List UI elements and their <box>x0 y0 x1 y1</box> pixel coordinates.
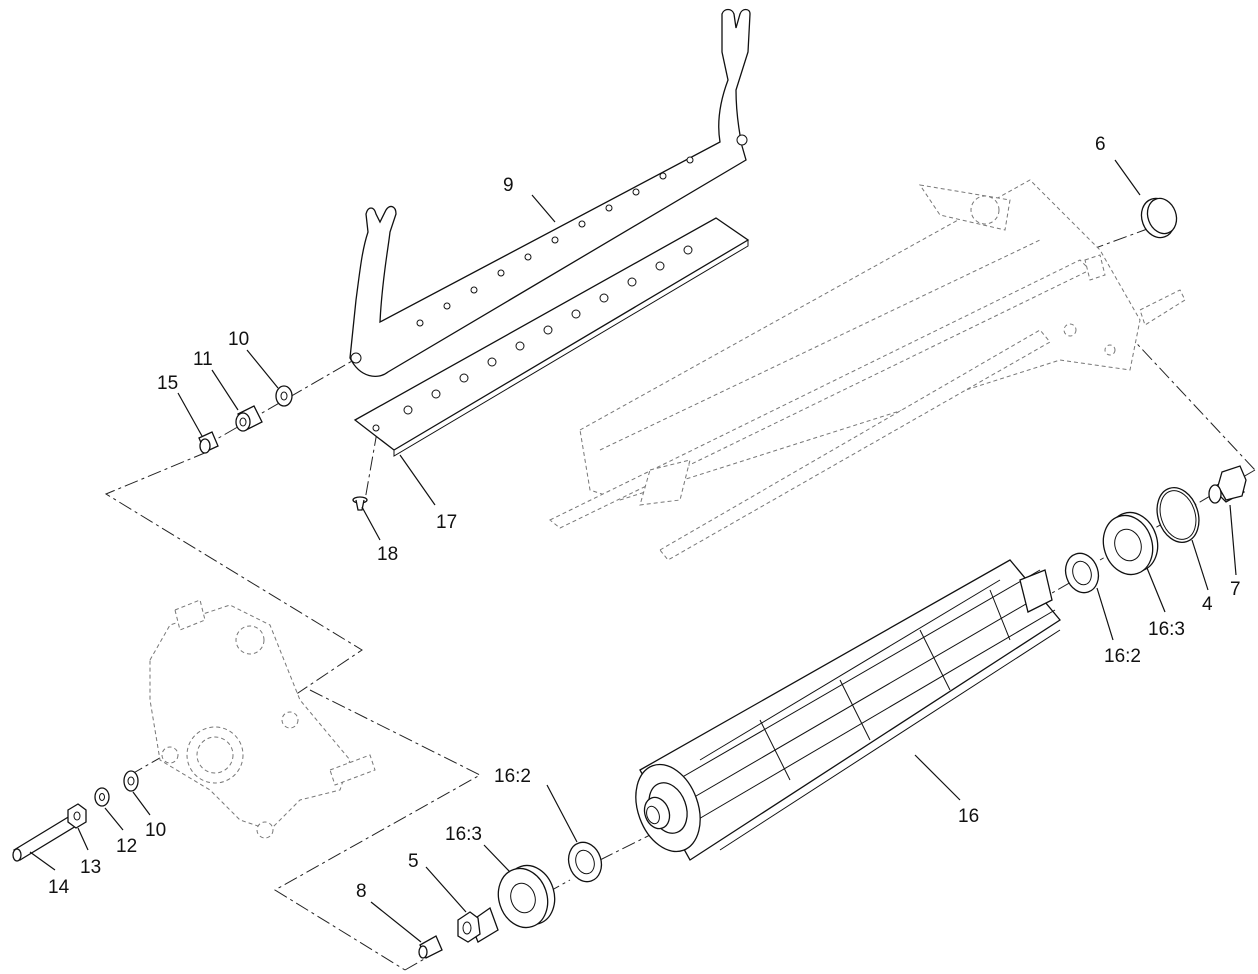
label-16-3-left: 16:3 <box>445 824 482 845</box>
part-11-bearing <box>235 405 263 432</box>
label-16-3-right: 16:3 <box>1148 619 1185 640</box>
part-8-fitting <box>418 935 443 959</box>
part-16-2-seal-right <box>1064 552 1100 594</box>
label-5: 5 <box>408 851 419 872</box>
part-4-ring <box>1156 487 1200 543</box>
label-8: 8 <box>356 881 367 902</box>
part-16-3-bearing-right <box>1102 511 1159 576</box>
part-12-washer <box>94 787 110 807</box>
part-7-nut <box>1208 465 1247 504</box>
part-10-washer-bottom <box>123 770 139 792</box>
label-11: 11 <box>193 349 213 370</box>
label-10-bottom: 10 <box>145 820 166 841</box>
part-18-screw <box>352 496 368 511</box>
label-4: 4 <box>1202 594 1213 615</box>
part-5-shaft-hub <box>457 906 499 943</box>
label-16-2-left: 16:2 <box>494 766 531 787</box>
side-plate-ghost <box>149 599 376 839</box>
part-17-bedknife <box>353 217 750 457</box>
part-10-washer-top <box>275 385 293 407</box>
label-13: 13 <box>80 857 101 878</box>
label-14: 14 <box>48 877 70 898</box>
callout-labels: 9 6 10 11 15 17 18 16:2 16:3 4 7 16 16:2… <box>48 134 1241 902</box>
part-13-nut <box>67 803 87 829</box>
frame-ghost <box>549 179 1186 561</box>
part-14-stud <box>12 815 77 862</box>
part-15-bushing <box>198 431 219 454</box>
label-15: 15 <box>157 373 178 394</box>
part-9-holes <box>416 156 694 327</box>
label-6: 6 <box>1095 134 1106 155</box>
label-9: 9 <box>503 175 514 196</box>
label-16-2-right: 16:2 <box>1104 646 1141 667</box>
leader-lines <box>29 159 1237 943</box>
part-16-3-bearing-left <box>497 864 556 929</box>
part-9-bar <box>349 8 751 378</box>
part-16-2-seal-left <box>567 841 603 883</box>
part-6-cap <box>1140 197 1178 239</box>
label-7: 7 <box>1230 579 1241 600</box>
part-16-reel <box>635 559 1061 861</box>
label-18: 18 <box>377 544 398 565</box>
label-10-top: 10 <box>228 329 249 350</box>
label-12: 12 <box>116 836 137 857</box>
label-17: 17 <box>436 512 457 533</box>
label-16: 16 <box>958 806 979 827</box>
